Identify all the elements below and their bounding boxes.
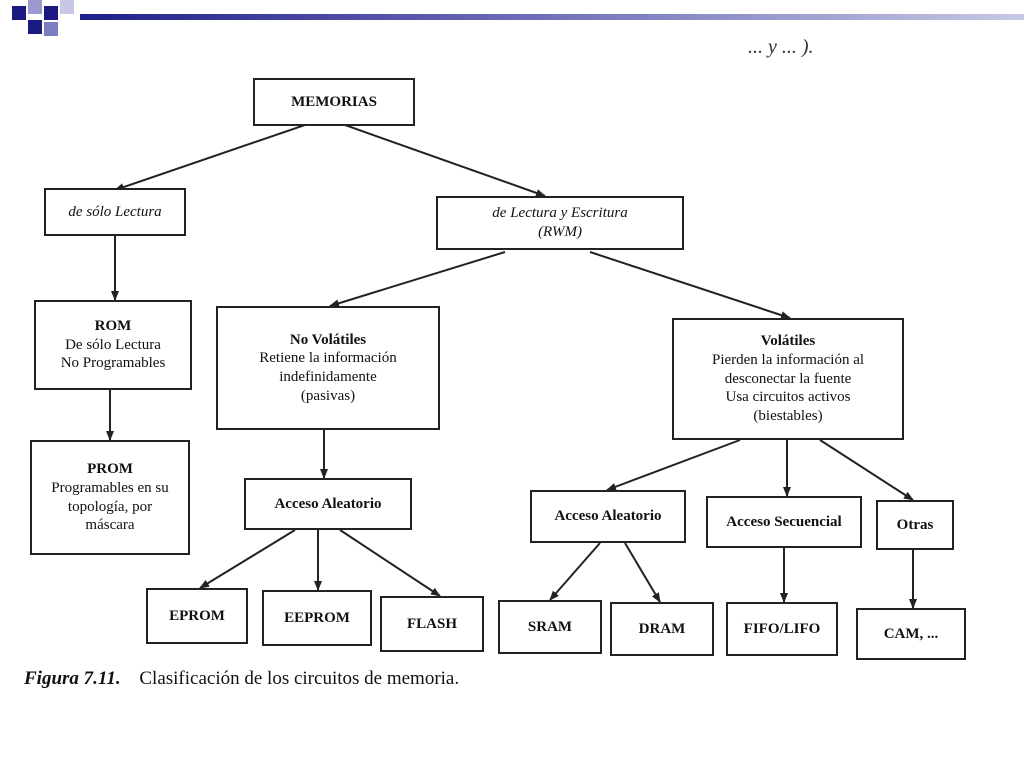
node-dram-title: DRAM (638, 620, 686, 637)
node-volatile-line4: (biestables) (753, 408, 823, 425)
node-others: Otras (876, 500, 954, 550)
figure-caption-text: Clasificación de los circuitos de memori… (139, 668, 460, 689)
node-non-volatile-line2: indefinidamente (279, 369, 377, 385)
node-cam-title: CAM, ... (883, 625, 939, 642)
node-sram-title: SRAM (527, 618, 573, 635)
node-fifo-lifo-title: FIFO/LIFO (743, 620, 821, 637)
deco-square (60, 0, 74, 14)
deco-square (28, 0, 42, 14)
node-rom: ROM De sólo Lectura No Programables (34, 300, 192, 390)
node-fifo-lifo: FIFO/LIFO (726, 602, 838, 656)
node-read-write-subtitle: (RWM) (538, 224, 582, 240)
node-flash: FLASH (380, 596, 484, 652)
edge-readwrite-nonvolatile (329, 251, 506, 308)
node-volatile-line2: desconectar la fuente (724, 370, 852, 387)
node-memorias-title: MEMORIAS (291, 93, 377, 110)
edge-random-eprom (199, 529, 296, 589)
deco-square (44, 22, 58, 36)
node-rom-line2: No Programables (60, 355, 166, 372)
node-eprom-title: EPROM (169, 607, 225, 624)
edge-vrandom-dram (624, 542, 661, 603)
node-volatile-line1: Pierden la información al (711, 351, 865, 368)
node-read-write: de Lectura y Escritura (RWM) (436, 196, 684, 250)
node-v-random-access-title: Acceso Aleatorio (554, 508, 662, 525)
node-prom-line1: Programables en su (51, 479, 169, 496)
node-read-only: de sólo Lectura (44, 188, 186, 236)
node-sequential-access: Acceso Secuencial (706, 496, 862, 548)
node-memorias: MEMORIAS (253, 78, 415, 126)
deco-square (12, 6, 26, 20)
node-non-volatile: No Volátiles Retiene la información inde… (216, 306, 440, 430)
node-non-volatile-title: No Volátiles (289, 331, 367, 348)
node-rom-line1: De sólo Lectura (65, 336, 161, 353)
node-volatile-line3: Usa circuitos activos (725, 389, 851, 406)
edge-vrandom-sram (549, 542, 601, 601)
node-sram: SRAM (498, 600, 602, 654)
node-non-volatile-line3: (pasivas) (300, 387, 356, 404)
edge-volatile-others (819, 439, 914, 501)
node-eeprom-title: EEPROM (284, 609, 350, 626)
cropped-text-fragment: ... y ... ). (748, 36, 814, 58)
edge-memorias-readonly (114, 124, 306, 191)
node-eprom: EPROM (146, 588, 248, 644)
node-prom-title: PROM (87, 461, 133, 477)
node-prom: PROM Programables en su topología, por m… (30, 440, 190, 555)
node-flash-title: FLASH (406, 615, 457, 632)
figure-label: Figura 7.11. (24, 668, 121, 689)
node-prom-line3: máscara (85, 517, 135, 534)
node-dram: DRAM (610, 602, 714, 656)
node-volatile-title: Volátiles (760, 333, 816, 350)
node-others-title: Otras (896, 516, 934, 533)
edge-volatile-vrandom (606, 439, 741, 491)
deco-square (44, 6, 58, 20)
node-read-write-title: de Lectura y Escritura (492, 205, 628, 222)
node-sequential-access-title: Acceso Secuencial (726, 513, 842, 530)
node-v-random-access: Acceso Aleatorio (530, 490, 686, 543)
deco-square (28, 20, 42, 34)
node-read-only-title: de sólo Lectura (68, 203, 162, 220)
edge-readwrite-volatile (589, 251, 791, 319)
figure-caption: Figura 7.11. Clasificación de los circui… (24, 668, 459, 690)
node-prom-line2: topología, por (67, 498, 153, 515)
node-eeprom: EEPROM (262, 590, 372, 646)
edge-memorias-readwrite (344, 124, 546, 197)
slide-header-decoration (0, 0, 1024, 40)
node-rom-title: ROM (94, 317, 132, 334)
node-non-volatile-line1: Retiene la información (259, 350, 397, 367)
deco-gradient-line (80, 14, 1024, 20)
node-cam: CAM, ... (856, 608, 966, 660)
node-volatile: Volátiles Pierden la información al desc… (672, 318, 904, 440)
node-nv-random-access-title: Acceso Aleatorio (274, 495, 382, 512)
node-nv-random-access: Acceso Aleatorio (244, 478, 412, 530)
edge-random-flash (339, 529, 441, 597)
